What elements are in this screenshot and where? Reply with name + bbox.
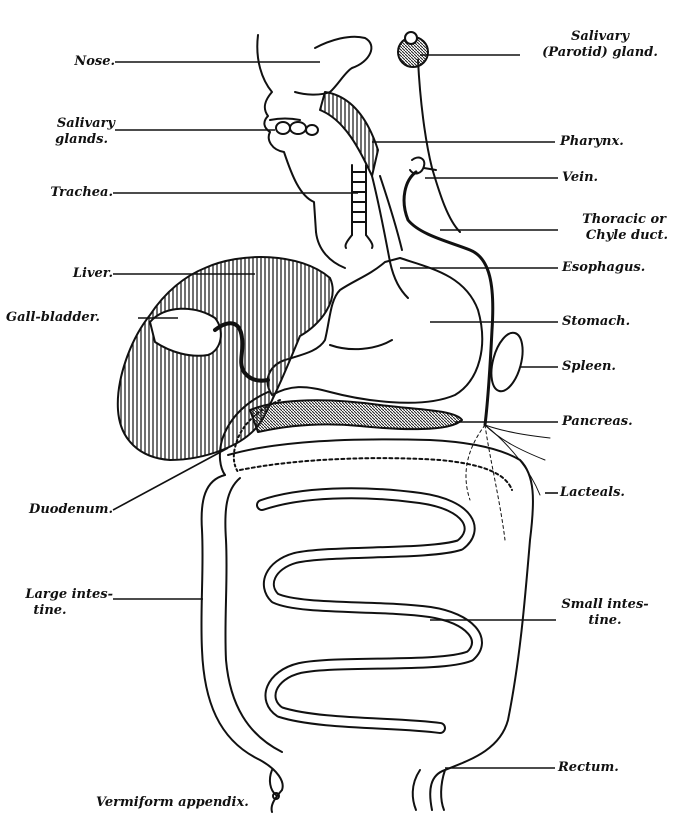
label-pharynx: Pharynx. xyxy=(560,135,624,149)
label-trachea: Trachea. xyxy=(10,186,113,200)
label-duodenum: Duodenum. xyxy=(5,503,113,517)
label-rectum: Rectum. xyxy=(558,761,619,775)
neck-front xyxy=(316,232,345,268)
label-thoracic-2: Chyle duct. xyxy=(548,229,668,243)
appendix-shape xyxy=(270,770,276,795)
label-salivary-glands-2: glands. xyxy=(20,133,108,147)
nasal-cavity xyxy=(295,37,371,95)
large-intestine xyxy=(201,475,282,812)
pancreas-shape xyxy=(250,400,462,432)
label-esophagus: Esophagus. xyxy=(562,261,645,275)
label-large-intestine-2: tine. xyxy=(10,604,90,618)
label-small-intestine-2: tine. xyxy=(540,614,670,628)
label-lacteals: Lacteals. xyxy=(560,486,625,500)
mouth-line xyxy=(270,119,300,121)
trachea xyxy=(345,165,372,248)
neck-back xyxy=(418,60,460,232)
label-small-intestine-1: Small intes- xyxy=(540,598,670,612)
esophagus-path xyxy=(372,176,408,298)
colon-top-inner xyxy=(240,458,512,490)
salivary-glands-small xyxy=(276,122,318,135)
label-gall-bladder: Gall-bladder. xyxy=(6,311,100,325)
label-salivary-glands-1: Salivary xyxy=(20,117,115,131)
parotid-gland xyxy=(398,32,428,67)
label-spleen: Spleen. xyxy=(562,360,616,374)
esophagus-path-2 xyxy=(380,176,402,250)
label-liver: Liver. xyxy=(10,267,113,281)
pharynx-shape xyxy=(320,92,378,176)
label-salivary-parotid-1: Salivary xyxy=(525,30,675,44)
label-large-intestine-1: Large intes- xyxy=(10,588,113,602)
thoracic-duct xyxy=(404,172,493,425)
label-vein: Vein. xyxy=(562,171,598,185)
small-intestine xyxy=(262,493,477,728)
label-salivary-parotid-2: (Parotid) gland. xyxy=(525,46,675,60)
label-vermiform-appendix: Vermiform appendix. xyxy=(96,796,249,810)
label-pancreas: Pancreas. xyxy=(562,415,633,429)
stomach-inner xyxy=(330,340,392,349)
label-nose: Nose. xyxy=(20,55,115,69)
label-thoracic-1: Thoracic or xyxy=(548,213,666,227)
label-stomach: Stomach. xyxy=(562,315,630,329)
rectum-shape xyxy=(413,770,445,810)
